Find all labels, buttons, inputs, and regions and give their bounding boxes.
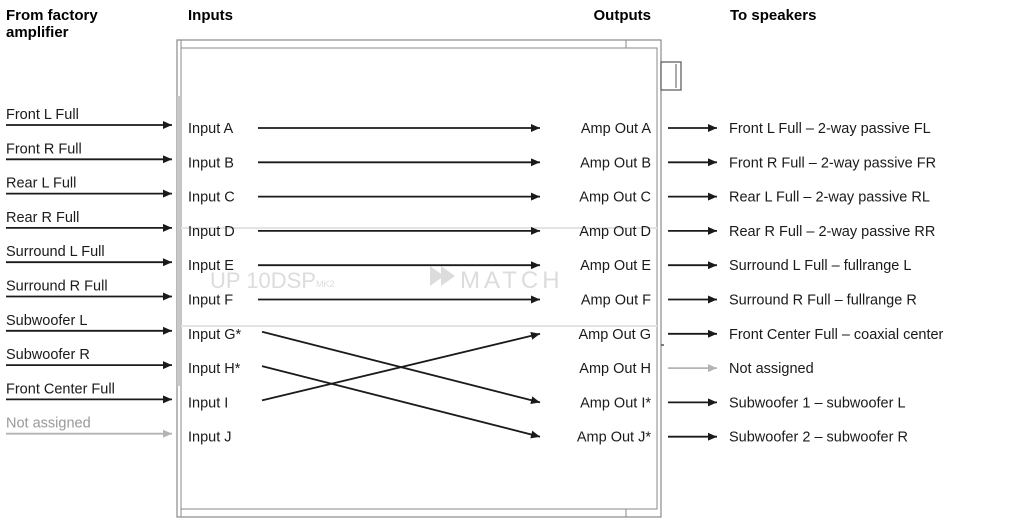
source-label: Surround L Full (6, 244, 105, 260)
source-label: Front L Full (6, 107, 79, 123)
watermark: UP 10DSP MK2 MATCH (181, 227, 657, 327)
speaker-label: Rear L Full – 2-way passive RL (729, 190, 930, 206)
speaker-label: Front Center Full – coaxial center (729, 327, 944, 343)
input-label: Input J (188, 430, 232, 446)
header-factory-line1: From factory (6, 7, 98, 24)
output-label: Amp Out D (579, 224, 651, 240)
route-line (261, 332, 541, 402)
output-label: Amp Out B (580, 155, 651, 171)
source-label: Subwoofer R (6, 347, 90, 363)
connector-icon (660, 61, 682, 91)
speaker-label: Front R Full – 2-way passive FR (729, 155, 936, 171)
input-label: Input A (188, 121, 233, 137)
header-factory-line2: amplifier (6, 24, 69, 41)
speaker-label: Not assigned (729, 361, 814, 377)
input-label: Input H* (188, 361, 241, 377)
source-label: Rear L Full (6, 176, 76, 192)
output-label: Amp Out F (581, 293, 651, 309)
source-label: Surround R Full (6, 279, 108, 295)
input-label: Input E (188, 258, 234, 274)
watermark-brand: MATCH (460, 267, 564, 294)
output-label: Amp Out I* (580, 395, 651, 411)
speaker-label: Subwoofer 1 – subwoofer L (729, 395, 906, 411)
speaker-label: Surround L Full – fullrange L (729, 258, 911, 274)
amplifier-box (176, 39, 682, 518)
output-label: Amp Out H (579, 361, 651, 377)
source-label: Subwoofer L (6, 313, 87, 329)
routing-lines (258, 124, 541, 439)
speaker-label: Surround R Full – fullrange R (729, 293, 917, 309)
speaker-label: Rear R Full – 2-way passive RR (729, 224, 935, 240)
watermark-model: UP 10DSP (210, 268, 316, 293)
header-speakers: To speakers (730, 7, 816, 24)
source-label: Not assigned (6, 416, 91, 432)
speaker-label: Subwoofer 2 – subwoofer R (729, 430, 908, 446)
route-line (261, 365, 541, 439)
output-label: Amp Out A (581, 121, 651, 137)
source-label: Front Center Full (6, 381, 115, 397)
output-label: Amp Out C (579, 190, 651, 206)
input-label: Input F (188, 293, 233, 309)
output-label: Amp Out G (578, 327, 651, 343)
source-label: Rear R Full (6, 210, 79, 226)
header-outputs: Outputs (594, 7, 652, 24)
input-label: Input B (188, 155, 234, 171)
output-label: Amp Out J* (577, 430, 651, 446)
source-label: Front R Full (6, 141, 82, 157)
input-label: Input G* (188, 327, 242, 343)
input-label: Input C (188, 190, 235, 206)
output-label: Amp Out E (580, 258, 651, 274)
header-inputs: Inputs (188, 7, 233, 24)
watermark-mk: MK2 (316, 279, 335, 289)
speaker-label: Front L Full – 2-way passive FL (729, 121, 931, 137)
match-logo-icon (430, 266, 455, 286)
input-label: Input I (188, 395, 228, 411)
input-label: Input D (188, 224, 235, 240)
